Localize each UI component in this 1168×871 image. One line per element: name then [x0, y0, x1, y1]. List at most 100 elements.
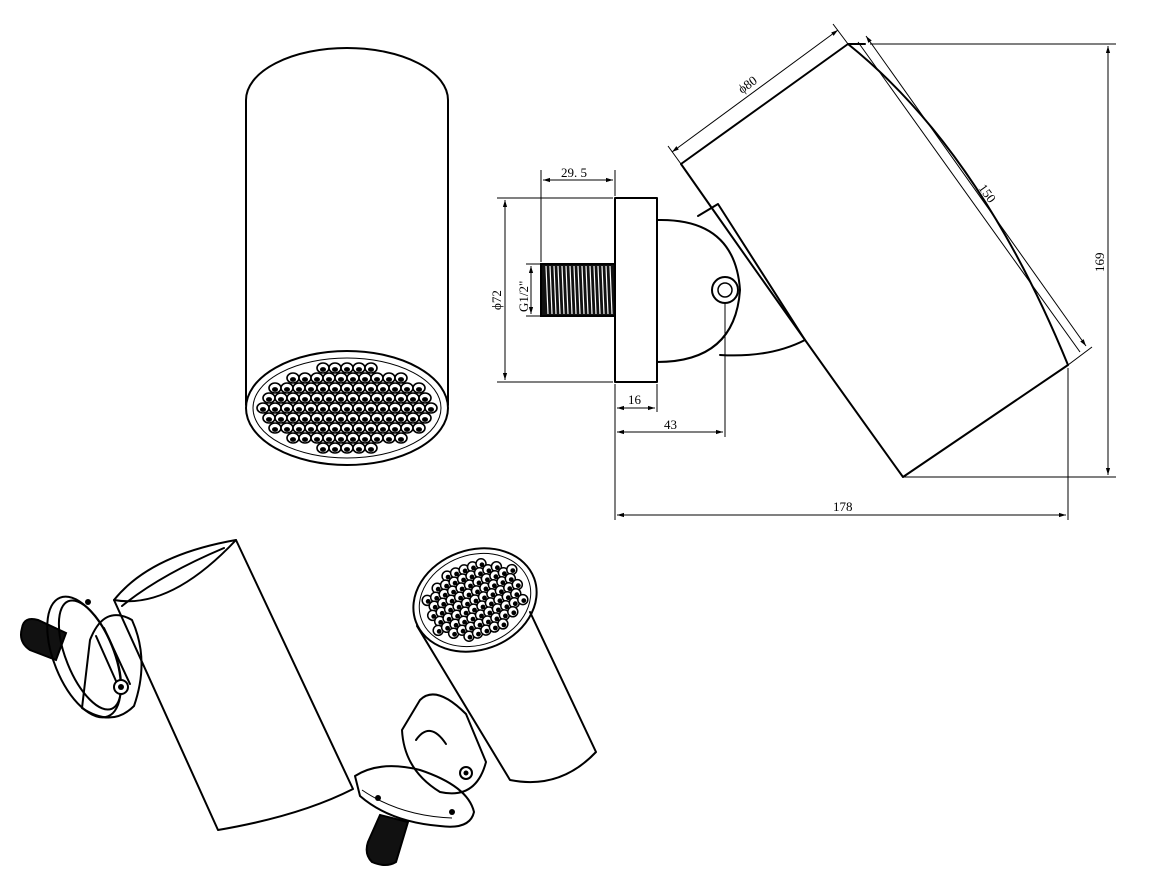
dim-diameter-80: ϕ80: [735, 73, 760, 97]
nozzle: [322, 372, 336, 384]
nozzle: [262, 412, 276, 424]
tilted-cylinder-body: [680, 43, 1069, 478]
nozzle: [328, 422, 342, 434]
nozzle: [364, 442, 378, 454]
nozzle: [382, 412, 396, 424]
nozzle: [280, 422, 294, 434]
nozzle: [400, 422, 414, 434]
thread-ridge: [557, 265, 561, 315]
nozzle: [310, 412, 324, 424]
nozzle: [364, 382, 378, 394]
nozzle: [388, 402, 402, 414]
spray-nozzle-grid-iso: [421, 558, 529, 642]
nozzle: [346, 372, 360, 384]
nozzle: [394, 412, 408, 424]
nozzle: [274, 412, 288, 424]
thread-ridge: [561, 265, 565, 315]
nozzle: [358, 392, 372, 404]
front-view-cylinder: [245, 47, 449, 466]
nozzle: [304, 382, 318, 394]
dim-flange-16: 16: [628, 392, 642, 407]
dim-pivot-43: 43: [664, 417, 677, 432]
nozzle: [280, 382, 294, 394]
isometric-view-left: [20, 539, 354, 831]
nozzle: [418, 412, 432, 424]
nozzle: [352, 442, 366, 454]
nozzle: [352, 382, 366, 394]
nozzle: [328, 442, 342, 454]
nozzle: [376, 422, 390, 434]
nozzle: [406, 392, 420, 404]
nozzle: [316, 382, 330, 394]
nozzle: [298, 412, 312, 424]
nozzle: [511, 578, 524, 591]
nozzle: [286, 372, 300, 384]
thread-ridge: [549, 265, 553, 315]
nozzle: [334, 392, 348, 404]
nozzle: [328, 382, 342, 394]
nozzle: [316, 442, 330, 454]
nozzle: [358, 372, 372, 384]
side-view: ϕ80 150 169 29. 5 ϕ72 G1/2" 16 43 178: [489, 23, 1116, 520]
thread-ridge: [545, 265, 549, 315]
nozzle: [340, 382, 354, 394]
nozzle: [310, 432, 324, 444]
nozzle: [322, 412, 336, 424]
nozzle: [286, 392, 300, 404]
nozzle: [268, 382, 282, 394]
nozzle: [352, 422, 366, 434]
nozzle: [376, 382, 390, 394]
nozzle: [292, 422, 306, 434]
nozzle: [412, 422, 426, 434]
nozzle: [292, 402, 306, 414]
nozzle: [256, 402, 270, 414]
thread-ridge: [565, 265, 569, 315]
nozzle: [400, 382, 414, 394]
nozzle: [370, 432, 384, 444]
nozzle: [412, 402, 426, 414]
thread-ridge: [589, 265, 593, 315]
nozzle: [388, 422, 402, 434]
spray-nozzle-grid: [256, 362, 438, 454]
nozzle: [418, 392, 432, 404]
nozzle: [352, 402, 366, 414]
dim-total-178: 178: [833, 499, 853, 514]
dimension-lines: [497, 23, 1116, 520]
nozzle: [328, 402, 342, 414]
wall-flange: [614, 197, 658, 383]
thread-ridge: [585, 265, 589, 315]
nozzle: [304, 422, 318, 434]
nozzle: [394, 392, 408, 404]
nozzle: [340, 362, 354, 374]
nozzle: [310, 392, 324, 404]
nozzle: [406, 412, 420, 424]
swivel-joint: [656, 218, 741, 363]
nozzle: [382, 392, 396, 404]
nozzle: [358, 432, 372, 444]
nozzle: [292, 382, 306, 394]
nozzle: [298, 372, 312, 384]
dim-inlet-length: 29. 5: [561, 165, 587, 180]
nozzle: [334, 372, 348, 384]
nozzle: [370, 392, 384, 404]
nozzle: [268, 402, 282, 414]
thread-ridge: [601, 265, 605, 315]
nozzle: [352, 362, 366, 374]
nozzle: [298, 392, 312, 404]
nozzle: [364, 422, 378, 434]
nozzle: [382, 372, 396, 384]
nozzle: [316, 402, 330, 414]
thread-ridge: [593, 265, 597, 315]
isometric-view-right: [354, 547, 597, 866]
nozzle: [358, 412, 372, 424]
nozzle: [394, 372, 408, 384]
nozzle: [322, 432, 336, 444]
threaded-inlet: [540, 263, 616, 317]
nozzle: [340, 422, 354, 434]
dim-diameter-72: ϕ72: [489, 290, 504, 310]
nozzle: [328, 362, 342, 374]
nozzle: [370, 372, 384, 384]
nozzle: [412, 382, 426, 394]
nozzle: [316, 422, 330, 434]
